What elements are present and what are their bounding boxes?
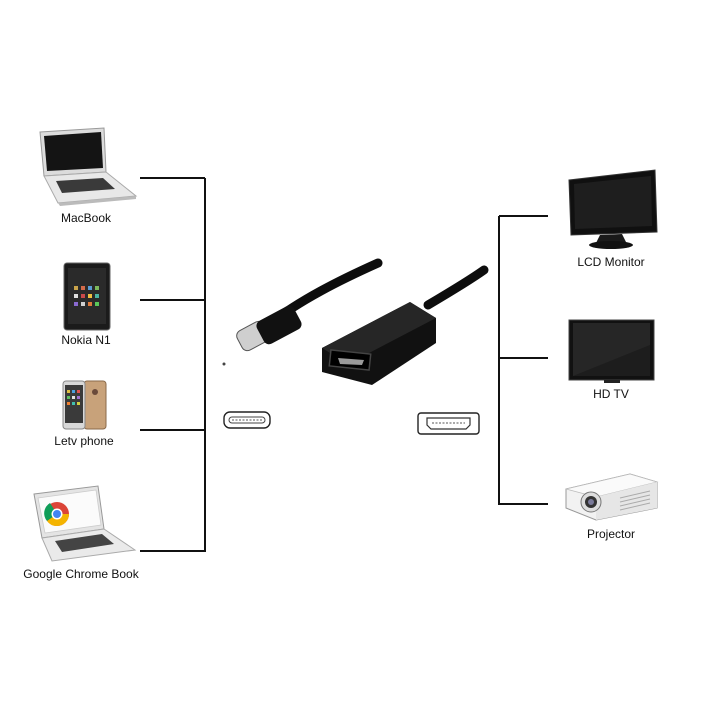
usb-c-plug: [236, 305, 302, 352]
left-device-label-macbook: MacBook: [60, 211, 112, 225]
left-device-label-chromebook: Google Chrome Book: [23, 567, 139, 581]
tablet-icon: [63, 262, 111, 331]
left-device-label-letv-phone: Letv phone: [54, 434, 114, 448]
left-bracket: [140, 177, 206, 552]
right-device-label-projector: Projector: [586, 527, 636, 541]
laptop-icon: [39, 127, 138, 206]
projector-icon: [565, 473, 659, 521]
smartphone-icon: [62, 380, 107, 430]
adapter-cable: [222, 258, 489, 385]
tv-icon: [568, 319, 655, 383]
right-device-label-lcd-monitor: LCD Monitor: [577, 255, 645, 269]
right-device-label-hd-tv: HD TV: [593, 387, 629, 401]
chromebook-icon: [33, 485, 137, 562]
usb-c-port-icon: [223, 411, 271, 429]
monitor-icon: [568, 169, 658, 249]
hdmi-port-icon: [417, 412, 480, 435]
left-device-label-nokia-n1: Nokia N1: [61, 333, 111, 347]
hdmi-housing: [322, 302, 436, 385]
right-bracket: [498, 215, 548, 505]
